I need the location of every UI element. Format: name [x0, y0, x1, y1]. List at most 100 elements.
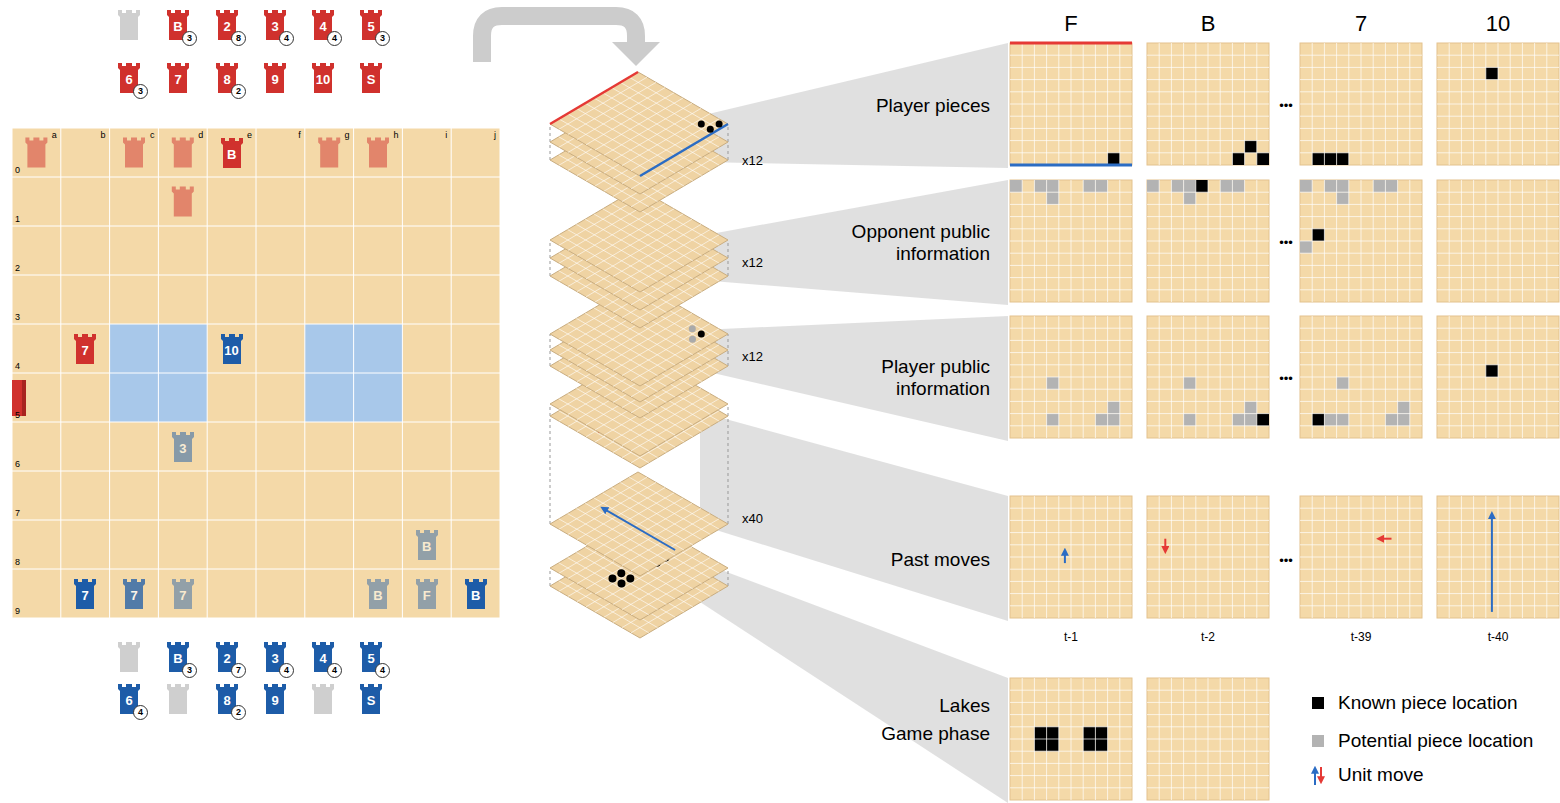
captured-count: 4 — [327, 663, 342, 678]
panel-ground — [1147, 678, 1269, 800]
piece-body — [264, 63, 286, 93]
potential-cell — [1373, 180, 1385, 192]
panel-grid — [1300, 389, 1422, 390]
piece-rank: 7 — [73, 579, 97, 609]
known-cell — [1312, 153, 1324, 165]
plane-face — [550, 72, 728, 176]
panel-grid — [1220, 496, 1221, 618]
plane-grid — [631, 519, 719, 571]
potential-cell — [1398, 414, 1410, 426]
panel-grid — [1534, 316, 1535, 438]
panel-grid — [1147, 763, 1269, 764]
panel-grid — [1373, 496, 1374, 618]
panel-grid — [1119, 496, 1120, 618]
hidden-red-piece — [25, 138, 47, 168]
panel-grid — [1010, 581, 1132, 582]
piece-body — [360, 684, 382, 714]
plane-grid — [613, 108, 701, 160]
plane-grid — [631, 235, 719, 287]
panel-grid — [1373, 316, 1374, 438]
panel-grid — [1147, 557, 1269, 558]
panel-ground — [1147, 43, 1269, 165]
feature-panel — [1300, 316, 1422, 438]
known-cell — [1486, 365, 1498, 377]
stack-bracket — [550, 568, 551, 586]
column-header: 7 — [1355, 11, 1367, 37]
known-cell — [1486, 67, 1498, 79]
plane-grid — [612, 488, 702, 540]
feature-panel — [1437, 43, 1559, 165]
panel-grid — [1147, 104, 1269, 105]
known-cell — [1095, 739, 1107, 751]
panel-grid — [1010, 389, 1132, 390]
potential-cell — [1095, 414, 1107, 426]
panel-grid — [1522, 180, 1523, 302]
panel-ground — [1300, 43, 1422, 165]
panel-grid — [1385, 316, 1386, 438]
game-piece: 7 — [122, 579, 146, 609]
board-column-label: f — [298, 130, 301, 140]
panel-grid — [1147, 593, 1269, 594]
panel-grid — [1437, 265, 1559, 266]
panel-grid — [1397, 180, 1398, 302]
panel-ground — [1010, 180, 1132, 302]
panel-grid — [1147, 140, 1269, 141]
plane-grid — [613, 224, 701, 276]
panel-grid — [1510, 496, 1511, 618]
panel-grid — [1373, 43, 1374, 165]
panel-grid — [1300, 116, 1422, 117]
panel-grid — [1385, 180, 1386, 302]
column-header: B — [1201, 11, 1216, 37]
potential-cell — [1300, 180, 1312, 192]
panel-grid — [1256, 43, 1257, 165]
panel-grid — [1385, 43, 1386, 165]
panel-grid — [1256, 678, 1257, 800]
potential-cell — [1184, 180, 1196, 192]
piece-rank: 7 — [166, 63, 190, 93]
panel-grid — [1147, 739, 1269, 740]
feature-panel — [1300, 43, 1422, 165]
panel-ground — [1437, 496, 1559, 618]
piece-body — [416, 579, 438, 609]
feature-panel — [1437, 180, 1559, 302]
piece-cell — [716, 121, 723, 128]
game-piece: 10 — [220, 334, 244, 364]
feature-plane — [550, 472, 728, 576]
plane-grid — [622, 114, 710, 166]
piece-rank: 7 — [73, 334, 97, 364]
panel-grid — [1147, 605, 1269, 606]
hidden-red-piece — [367, 138, 389, 168]
panel-grid — [1397, 316, 1398, 438]
piece-rank: F — [415, 579, 439, 609]
panel-ground — [1010, 496, 1132, 618]
piece-body — [221, 138, 243, 168]
hidden-red-piece — [123, 138, 145, 168]
piece-rank: 7 — [171, 579, 195, 609]
plane-grid — [603, 93, 693, 145]
empty-slot — [118, 10, 140, 40]
empty-slot — [312, 684, 334, 714]
piece-body — [416, 530, 438, 560]
game-piece: B3 — [166, 642, 190, 672]
panel-grid — [1437, 116, 1559, 117]
side-red-piece-edge — [22, 380, 26, 416]
panel-grid — [1147, 389, 1269, 390]
panel-grid — [1437, 140, 1559, 141]
game-piece: 44 — [311, 10, 335, 40]
panel-grid — [1510, 316, 1511, 438]
board-row-label: 3 — [15, 312, 20, 322]
panel-grid — [1010, 253, 1132, 254]
panel-grid — [1510, 43, 1511, 165]
panel-grid — [1220, 180, 1221, 302]
feature-panel — [1010, 316, 1132, 438]
grid-line — [12, 520, 500, 521]
feature-panel — [1147, 678, 1269, 800]
grid-line — [12, 373, 500, 374]
plane-grid — [604, 503, 692, 555]
panel-ground — [1300, 496, 1422, 618]
panel-ground — [1437, 43, 1559, 165]
board-column-label: h — [393, 130, 398, 140]
board-column-label: b — [101, 130, 106, 140]
panel-grid — [1546, 43, 1547, 165]
